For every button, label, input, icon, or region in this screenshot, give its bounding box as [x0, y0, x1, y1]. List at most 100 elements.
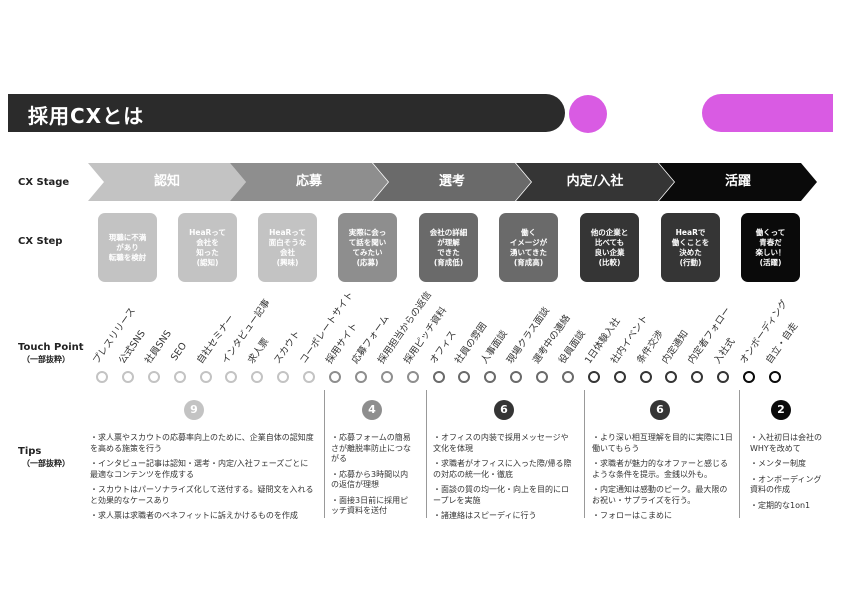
tip-item: ・内定通知は感動のピーク。最大限のお祝い・サプライズを行う。 [592, 485, 728, 505]
step-label: 現職に不満 があり 転職を検討 [108, 232, 147, 262]
tip-item: ・入社初日は会社のWHYを改めて [750, 433, 822, 453]
step-box-8: HeaRで 働くことを 決めた (行動) [661, 213, 720, 282]
step-box-3: HeaRって 面白そうな 会社 (興味) [258, 213, 317, 282]
tip-item: ・面接3日前に採用ピッチ資料を送付 [331, 495, 409, 516]
tips-column-4: ・より深い相互理解を目的に実際に1日働いてもらう・求職者が魅力的なオファーと感じ… [592, 433, 734, 527]
accent-pill [702, 94, 833, 132]
stage-chevron-3: 選考 [373, 163, 531, 201]
stage-chevron-2: 応募 [230, 163, 388, 201]
touch-point-marker [432, 371, 445, 383]
stage-label: 活躍 [724, 174, 751, 189]
touch-point-marker [743, 371, 756, 383]
tip-item: ・求人票は求職者のベネフィットに訴えかけるものを作成 [90, 511, 298, 520]
step-box-6: 働く イメージが 湧いてきた (育成高) [499, 213, 558, 282]
stage-chevron-5: 活躍 [659, 163, 817, 201]
touch-point-marker [251, 371, 264, 383]
stage-chevron-4: 内定/入社 [516, 163, 674, 201]
tip-item: ・インタビュー記事は認知・選考・内定/入社フェーズごとに最適なコンテンツを作成す… [90, 459, 309, 479]
touch-point-marker [121, 371, 134, 383]
step-label: 会社の詳細 が理解 できた (育成低) [429, 227, 468, 267]
tips-divider [584, 390, 585, 518]
step-box-9: 働くって 青春だ 楽しい！ (活躍) [741, 213, 800, 282]
tip-item: ・応募フォームの簡易さが離脱率防止につながる [331, 433, 411, 463]
touch-point-marker [96, 371, 108, 383]
step-box-7: 他の企業と 比べても 良い企業 (比較) [580, 213, 639, 282]
tips-count-badge: 6 [494, 400, 514, 420]
step-label: 実際に会っ て話を聞い てみたい (応募) [348, 227, 387, 267]
step-box-5: 会社の詳細 が理解 できた (育成低) [419, 213, 478, 282]
step-label: HeaRで 働くことを 決めた (行動) [671, 227, 710, 267]
touch-point-marker [354, 371, 367, 383]
touch-point-marker [691, 371, 704, 383]
step-label: HeaRって 会社を 知った (認知) [189, 227, 226, 267]
touch-point-marker [303, 371, 316, 383]
touch-point-marker [536, 371, 549, 383]
touch-point-marker [613, 371, 626, 383]
touch-point-marker [225, 371, 238, 383]
step-label: 働く イメージが 湧いてきた (育成高) [509, 227, 548, 267]
tip-item: ・諸連絡はスピーディに行う [433, 511, 537, 520]
touch-point-marker [199, 371, 212, 383]
step-label: 他の企業と 比べても 良い企業 (比較) [590, 227, 629, 267]
tips-divider [739, 390, 740, 518]
touch-point-label: 求人票 [246, 336, 272, 366]
touch-point-label: 入社式 [712, 336, 738, 366]
step-box-2: HeaRって 会社を 知った (認知) [178, 213, 237, 282]
touch-point-marker [587, 371, 600, 383]
title-bar [8, 94, 565, 132]
touch-point-marker [639, 371, 652, 383]
tips-label: Tips [18, 446, 42, 457]
touch-point-marker [561, 371, 574, 383]
touch-point-marker [277, 371, 290, 383]
touch-point-label: Touch Point [18, 342, 84, 353]
accent-circle [569, 95, 607, 133]
tip-item: ・定期的な1on1 [750, 500, 811, 510]
touch-point-marker [665, 371, 678, 383]
touch-point-marker [328, 371, 341, 383]
tip-item: ・オフィスの内装で採用メッセージや文化を体現 [433, 433, 569, 453]
step-box-4: 実際に会っ て話を聞い てみたい (応募) [338, 213, 397, 282]
touch-point-marker [380, 371, 393, 383]
tip-item: ・オンボーディング資料の作成 [750, 474, 822, 495]
touch-point-marker [717, 371, 730, 383]
cx-stage-label: CX Stage [18, 177, 70, 188]
tips-sublabel: （一部抜粋） [22, 459, 70, 468]
stage-chevron-1: 認知 [88, 163, 246, 201]
touch-point-marker [510, 371, 523, 383]
tips-column-5: ・入社初日は会社のWHYを改めて・メンター制度・オンボーディング資料の作成・定期… [750, 433, 826, 516]
touch-point-marker [458, 371, 471, 383]
tips-count-badge: 2 [771, 400, 791, 420]
stage-label: 選考 [438, 174, 465, 189]
step-label: HeaRって 面白そうな 会社 (興味) [268, 227, 307, 267]
tips-count-badge: 9 [184, 400, 204, 420]
touch-point-marker [406, 371, 419, 383]
step-box-1: 現職に不満 があり 転職を検討 [98, 213, 157, 282]
stage-label: 内定/入社 [566, 174, 624, 189]
tip-item: ・スカウトはパーソナライズ化して送付する。疑問文を入れると効果的なケースあり [90, 485, 314, 505]
tip-item: ・面談の質の均一化・向上を目的にロープレを実施 [433, 485, 569, 505]
cx-step-label: CX Step [18, 236, 63, 247]
step-label: 働くって 青春だ 楽しい！ (活躍) [755, 227, 786, 267]
tips-column-2: ・応募フォームの簡易さが離脱率防止につながる・応募から3時間以内の返信が理想・面… [331, 433, 415, 522]
page-title: 採用CXとは [28, 104, 145, 128]
tips-divider [426, 390, 427, 518]
tips-column-3: ・オフィスの内装で採用メッセージや文化を体現・求職者がオフィスに入った際/帰る際… [433, 433, 575, 527]
touch-point-sublabel: （一部抜粋） [22, 355, 70, 364]
tips-count-badge: 4 [362, 400, 382, 420]
touch-point-marker [147, 371, 160, 383]
touch-point-marker [769, 371, 781, 383]
touch-point-marker [484, 371, 497, 383]
tips-divider [324, 390, 325, 518]
stage-label: 応募 [295, 174, 322, 189]
tip-item: ・応募から3時間以内の返信が理想 [331, 469, 409, 490]
touch-point-marker [173, 371, 186, 383]
touch-point-label: SEO [168, 340, 189, 363]
tips-count-badge: 6 [650, 400, 670, 420]
tips-column-1: ・求人票やスカウトの応募率向上のために、企業自体の認知度を高める施策を行う・イン… [90, 433, 316, 527]
tip-item: ・求職者がオフィスに入った際/帰る際の対応の統一化・徹底 [433, 459, 572, 479]
tip-item: ・より深い相互理解を目的に実際に1日働いてもらう [592, 433, 733, 453]
tip-item: ・フォローはこまめに [592, 511, 672, 520]
tip-item: ・メンター制度 [750, 459, 806, 468]
tip-item: ・求職者が魅力的なオファーと感じるような条件を提示。金銭以外も。 [592, 459, 728, 479]
tip-item: ・求人票やスカウトの応募率向上のために、企業自体の認知度を高める施策を行う [90, 433, 314, 453]
